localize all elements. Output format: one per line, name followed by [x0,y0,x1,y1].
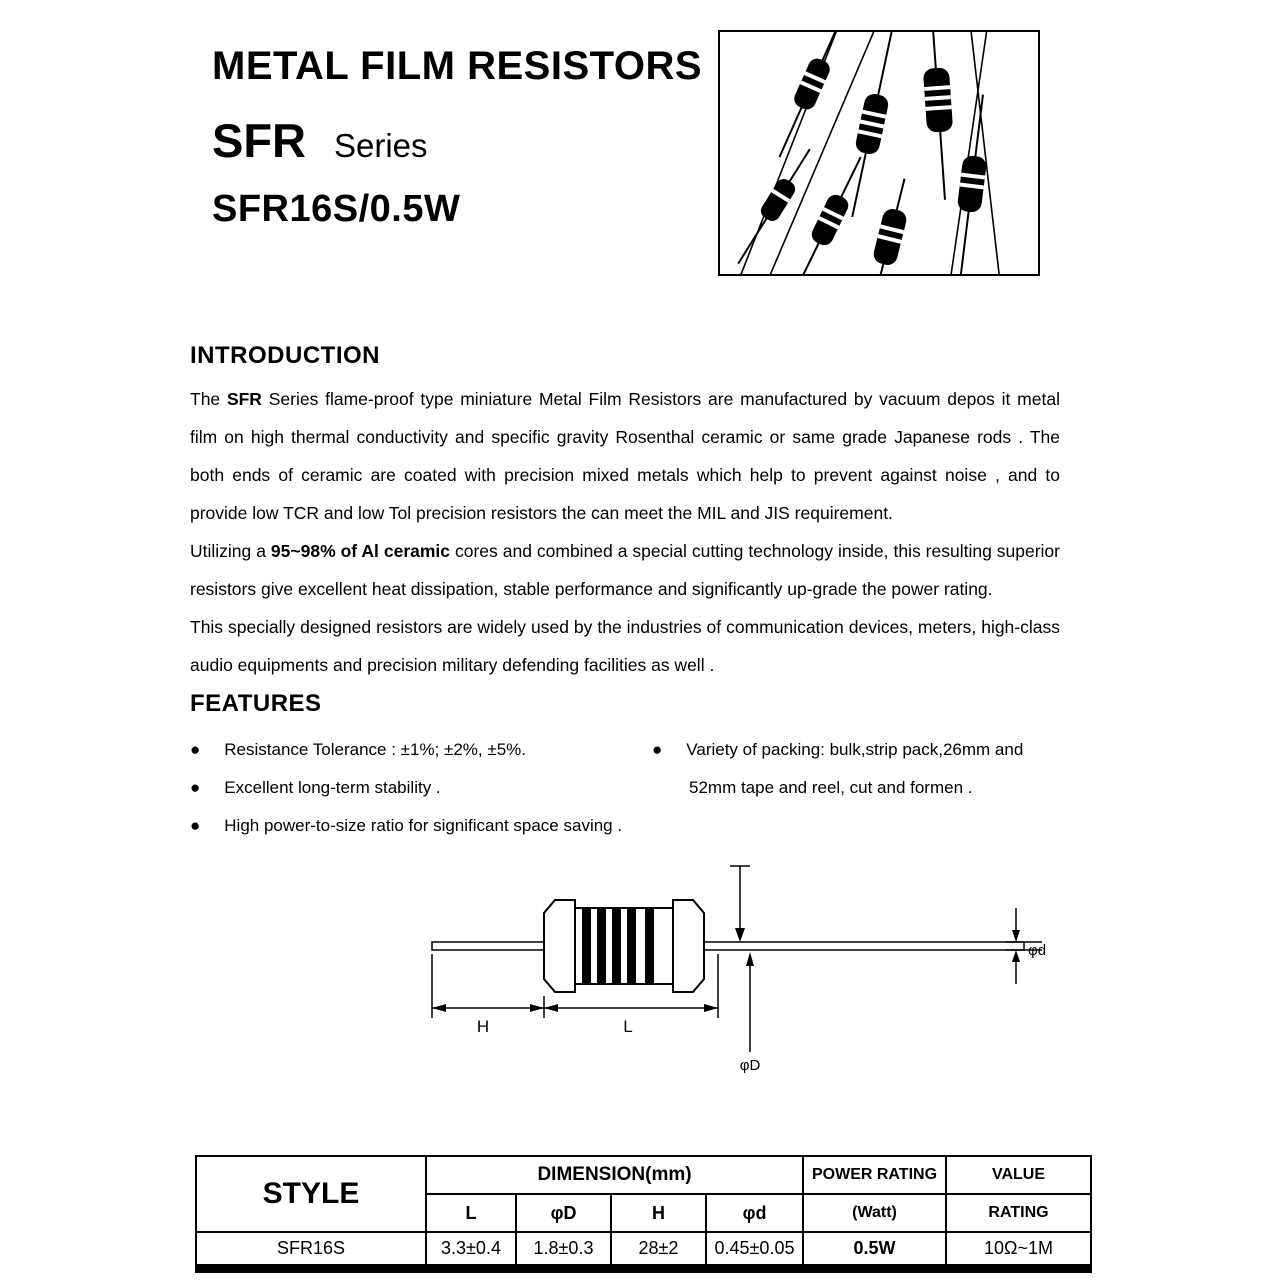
cell-style: SFR16S [195,1231,427,1269]
features-heading: FEATURES [190,690,322,717]
features-left-column: ● Resistance Tolerance : ±1%; ±2%, ±5%. … [190,738,652,852]
list-item: ● High power-to-size ratio for significa… [190,814,652,837]
features-section: FEATURES ● Resistance Tolerance : ±1%; ±… [190,690,1080,852]
header: METAL FILM RESISTORS SFR Series SFR16S/0… [212,44,702,231]
table-row: SFR16S 3.3±0.4 1.8±0.3 28±2 0.45±0.05 0.… [195,1231,1092,1269]
resistor-dimension-drawing: φd H L φD [431,865,1046,1074]
style-column-header: STYLE [195,1155,427,1233]
introduction-heading: INTRODUCTION [190,342,380,369]
rating-header: RATING [945,1193,1092,1233]
dim-l-header: L [425,1193,517,1233]
cell-power: 0.5W [802,1231,947,1269]
feature-item-power-ratio: High power-to-size ratio for significant… [224,816,623,835]
text-segment: Utilizing a [190,541,271,561]
text-segment: cores and combined a special cutting tec… [190,541,1060,599]
right-end-cap [672,899,705,993]
left-end-cap [543,899,576,993]
right-lead [703,941,1025,951]
phi-d-small-label: φd [1028,942,1046,959]
intro-paragraph-3: This specially designed resistors are wi… [190,608,1060,684]
product-photo-frame [718,10,1040,291]
cell-h: 28±2 [610,1231,707,1269]
left-lead [431,941,545,951]
dim-h-header: H [610,1193,707,1233]
specifications-table: STYLE DIMENSION(mm) POWER RATING VALUE L… [195,1155,1092,1273]
intro-paragraph-1: The SFR Series flame-proof type miniatur… [190,380,1060,532]
dimension-drawing-wrapper: φd H L φD [428,856,1068,1081]
features-right-column: ● Variety of packing: bulk,strip pack,26… [652,738,1072,852]
feature-item-stability: Excellent long-term stability . [224,778,441,797]
bullet-icon: ● [190,778,201,797]
intro-paragraph-2: Utilizing a 95~98% of Al ceramic cores a… [190,532,1060,608]
text-segment-bold: 95~98% of Al ceramic [270,541,451,561]
dimension-lines [431,954,719,1018]
feature-item-packing-line1: Variety of packing: bulk,strip pack,26mm… [686,740,1024,759]
h-dimension-label: H [477,1017,489,1036]
dim-phid-header: φd [705,1193,804,1233]
page-title: METAL FILM RESISTORS [212,44,703,88]
power-watt-header: (Watt) [802,1193,947,1233]
lead-diameter-arrows [1006,908,1042,984]
feature-item-packing-line2: 52mm tape and reel, cut and formen . [689,778,973,797]
power-rating-header: POWER RATING [802,1155,947,1195]
series-suffix-label: Series [334,127,428,164]
table-header-row-2: L φD H φd (Watt) RATING [196,1193,1092,1233]
model-number: SFR16S/0.5W [212,188,461,230]
resistors-photo [737,10,1001,291]
dim-phiD-header: φD [515,1193,612,1233]
text-segment: The [190,389,227,409]
features-columns: ● Resistance Tolerance : ±1%; ±2%, ±5%. … [190,738,1080,852]
list-item: ● Resistance Tolerance : ±1%; ±2%, ±5%. [190,738,652,761]
color-bands [582,908,654,984]
bullet-icon: ● [190,740,201,759]
phi-d-big-label: φD [740,1057,761,1074]
top-pointer-arrow [730,865,750,930]
resistor-body [574,907,674,985]
list-item: ● Variety of packing: bulk,strip pack,26… [652,738,1072,761]
cell-phiD: 1.8±0.3 [515,1231,612,1269]
cell-phid: 0.45±0.05 [705,1231,804,1269]
l-dimension-label: L [623,1017,632,1036]
resistor-body-cluster [737,10,987,291]
text-segment: Series flame-proof type miniature Metal … [190,389,1060,523]
value-header: VALUE [945,1155,1092,1195]
cell-value: 10Ω~1M [945,1231,1092,1269]
text-segment: This specially designed resistors are wi… [190,617,1060,675]
series-line: SFR Series [212,113,702,168]
cell-l: 3.3±0.4 [425,1231,517,1269]
list-item: ● Excellent long-term stability . [190,776,652,799]
table-header-row-1: STYLE DIMENSION(mm) POWER RATING VALUE [195,1155,1092,1233]
text-segment-bold: SFR [226,389,262,409]
bullet-icon: ● [190,816,201,835]
series-name: SFR [212,114,306,167]
introduction-section: INTRODUCTION The SFR Series flame-proof … [190,342,1060,684]
feature-item-tolerance: Resistance Tolerance : ±1%; ±2%, ±5%. [224,740,526,759]
dimension-column-header: DIMENSION(mm) [425,1155,804,1195]
bullet-icon: ● [652,740,663,759]
